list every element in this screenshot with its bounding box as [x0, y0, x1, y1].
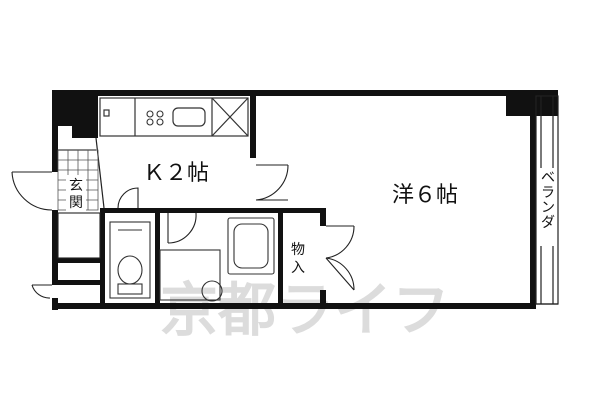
- doors: [11, 164, 355, 299]
- western-room-label: 洋６帖: [392, 183, 458, 208]
- svg-text:物入: 物入: [291, 242, 305, 276]
- entrance-label: 玄関: [66, 175, 86, 211]
- entrance-step: [57, 212, 101, 259]
- storage-label-char: 物: [291, 242, 305, 258]
- veranda-label-char: ラ: [541, 185, 555, 201]
- washbasin-icon: [159, 249, 223, 302]
- watermark: 京都ライフ: [160, 276, 450, 344]
- veranda-label-char: ベ: [541, 170, 555, 186]
- stove-icon: [146, 110, 164, 126]
- exterior-walls: [52, 90, 558, 310]
- veranda-label: ベランダ: [539, 168, 556, 246]
- entrance-label-char: 関: [69, 195, 83, 211]
- toilet-icon: [109, 221, 151, 299]
- storage-label: 物入: [291, 242, 305, 276]
- entrance-label-char: 玄: [69, 177, 83, 194]
- veranda-label-char: ン: [541, 200, 555, 216]
- svg-text:ベランダ: ベランダ: [541, 170, 555, 231]
- kitchen-label: Ｋ２帖: [143, 161, 209, 186]
- svg-text:玄関: 玄関: [69, 177, 83, 211]
- veranda-label-char: ダ: [541, 215, 555, 231]
- storage-label-char: 入: [291, 260, 305, 276]
- bathtub-icon: [227, 217, 275, 275]
- kitchen-counter: [99, 97, 249, 137]
